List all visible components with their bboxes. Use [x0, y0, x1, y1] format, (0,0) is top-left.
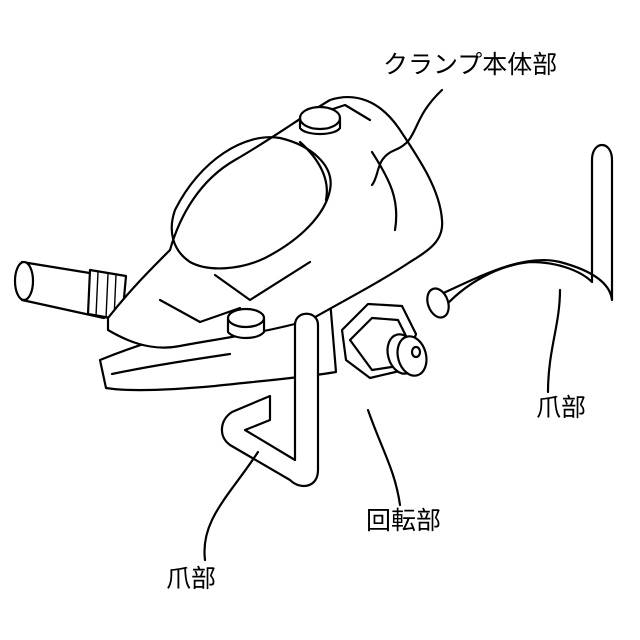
right-claw-hook — [423, 145, 612, 321]
label-rotary: 回転部 — [366, 508, 441, 533]
rotary-nut — [342, 304, 431, 379]
label-claw-left: 爪部 — [166, 566, 216, 591]
leader-claw-right — [548, 290, 560, 392]
left-rod — [15, 262, 126, 320]
leader-rotary — [368, 410, 400, 505]
label-clamp-body: クランプ本体部 — [383, 52, 557, 77]
leader-claw-left — [204, 452, 258, 560]
label-claw-right: 爪部 — [536, 395, 586, 420]
middle-bolt — [228, 309, 264, 338]
